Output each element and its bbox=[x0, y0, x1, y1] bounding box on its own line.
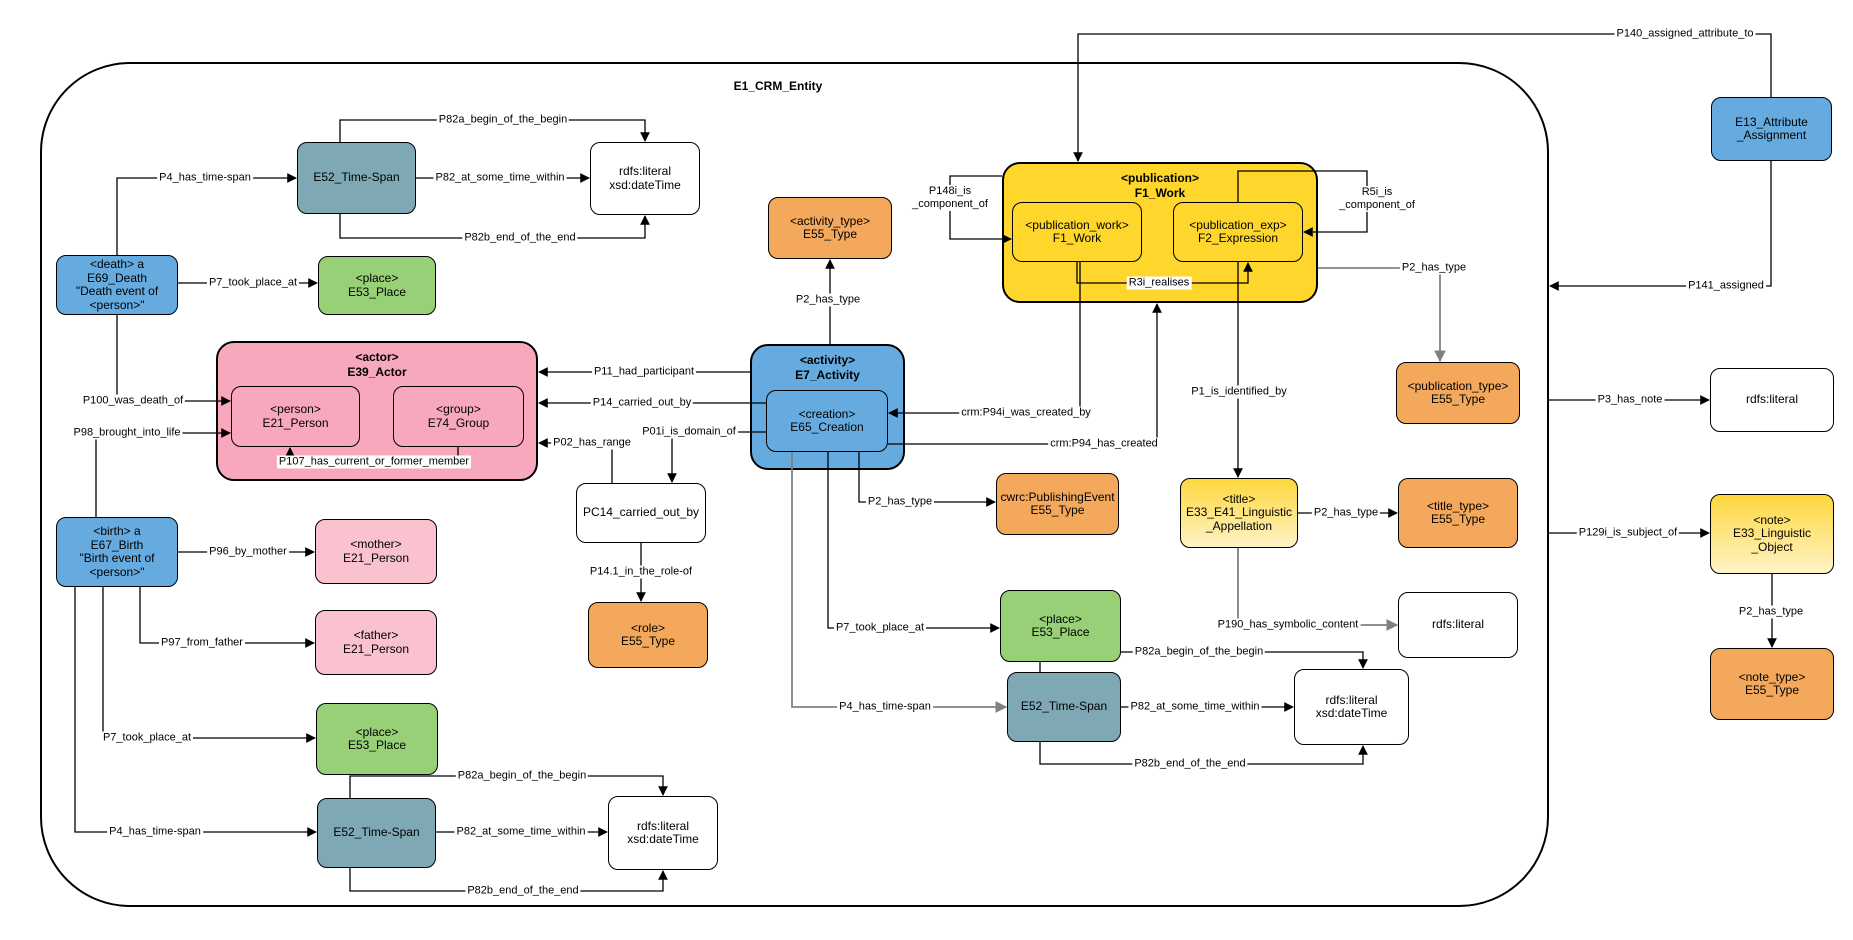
edge-p4-death bbox=[116, 173, 297, 255]
node-e33-e41-title[interactable]: <title>E33_E41_Linguistic_Appellation bbox=[1180, 478, 1298, 548]
edge-p141 bbox=[1549, 161, 1772, 291]
node-e52-time-span-birth[interactable]: E52_Time-Span bbox=[317, 798, 436, 868]
edge-label-p82-death: P82_at_some_time_within bbox=[433, 171, 567, 185]
edge-label-p11: P11_had_participant bbox=[591, 365, 697, 379]
e39-actor-label: <actor>E39_Actor bbox=[347, 350, 407, 379]
edge-label-p4-birth: P4_has_time-span bbox=[107, 825, 203, 839]
edge-label-p82a-creation: P82a_begin_of_the_begin bbox=[1132, 645, 1266, 659]
edge-p4-birth bbox=[74, 587, 317, 837]
node-e33-linguistic-object-note[interactable]: <note>E33_Linguistic_Object bbox=[1710, 494, 1834, 574]
node-f1-work-publication-work[interactable]: <publication_work>F1_Work bbox=[1012, 202, 1142, 262]
edge-label-p129i: P129i_is_subject_of bbox=[1576, 526, 1680, 540]
edge-p7-birth bbox=[102, 587, 316, 743]
edge-p2-cwrc bbox=[858, 452, 996, 507]
edge-label-p14: P14_carried_out_by bbox=[590, 396, 694, 410]
f1-work-publication-label: <publication>F1_Work bbox=[1120, 171, 1199, 200]
node-e52-time-span-death[interactable]: E52_Time-Span bbox=[297, 142, 416, 214]
edge-label-p4-creation: P4_has_time-span bbox=[837, 700, 933, 714]
node-literal-note[interactable]: rdfs:literal bbox=[1710, 368, 1834, 432]
node-e53-place-death[interactable]: <place>E53_Place bbox=[318, 256, 436, 315]
node-e65-creation[interactable]: <creation>E65_Creation bbox=[766, 390, 888, 452]
edge-label-p3: P3_has_note bbox=[1595, 393, 1665, 407]
edge-label-p82b-creation: P82b_end_of_the_end bbox=[1132, 757, 1248, 771]
node-e13-attribute-assignment[interactable]: E13_Attribute_Assignment bbox=[1711, 97, 1832, 161]
edge-p98 bbox=[95, 428, 231, 517]
node-e74-group[interactable]: <group>E74_Group bbox=[393, 386, 524, 447]
edge-label-p94: crm:P94_has_created bbox=[1048, 437, 1160, 451]
edge-p94 bbox=[888, 303, 1162, 445]
node-e55-note-type[interactable]: <note_type>E55_Type bbox=[1710, 648, 1834, 720]
edge-p7-creation bbox=[827, 452, 1000, 633]
edge-label-p2-note-type: P2_has_type bbox=[1736, 605, 1806, 619]
edge-label-p7-creation: P7_took_place_at bbox=[833, 621, 927, 635]
e1-crm-entity-label: E1_CRM_Entity bbox=[733, 79, 823, 93]
edge-label-p2-activity-type: P2_has_type bbox=[793, 293, 863, 307]
node-literal-title[interactable]: rdfs:literal bbox=[1398, 592, 1518, 658]
edge-label-p82b-birth: P82b_end_of_the_end bbox=[465, 884, 581, 898]
edge-p94i bbox=[888, 262, 1081, 418]
edge-label-p190: P190_has_symbolic_content bbox=[1215, 618, 1361, 632]
edge-label-r5i: R5i_is_component_of bbox=[1337, 186, 1417, 212]
node-e55-publication-type[interactable]: <publication_type>E55_Type bbox=[1396, 362, 1520, 424]
edge-r5i bbox=[1237, 170, 1368, 237]
node-e55-title-type[interactable]: <title_type>E55_Type bbox=[1398, 478, 1518, 548]
edge-p140 bbox=[1073, 33, 1772, 162]
node-e53-place-creation[interactable]: <place>E53_Place bbox=[1000, 590, 1121, 662]
node-e21-person-father[interactable]: <father>E21_Person bbox=[315, 610, 437, 675]
e7-activity-label: <activity>E7_Activity bbox=[795, 353, 860, 382]
edge-label-p7-death: P7_took_place_at bbox=[206, 276, 300, 290]
node-f2-expression-publication-exp[interactable]: <publication_exp>F2_Expression bbox=[1173, 202, 1303, 262]
edge-label-p82-birth: P82_at_some_time_within bbox=[454, 825, 588, 839]
edge-label-p2-publication-type: P2_has_type bbox=[1399, 261, 1469, 275]
edge-label-p02: P02_has_range bbox=[551, 436, 633, 450]
node-e53-place-birth[interactable]: <place>E53_Place bbox=[316, 703, 438, 775]
edge-p190 bbox=[1237, 548, 1399, 631]
edge-label-p100: P100_was_death_of bbox=[80, 394, 186, 408]
edge-label-p1: P1_is_identified_by bbox=[1189, 385, 1289, 399]
edge-label-p140: P140_assigned_attribute_to bbox=[1614, 27, 1756, 41]
edge-label-p82a-death: P82a_begin_of_the_begin bbox=[436, 113, 570, 127]
edge-p01i bbox=[667, 431, 766, 483]
edge-label-p2-cwrc: P2_has_type bbox=[865, 495, 935, 509]
node-e55-activity-type[interactable]: <activity_type>E55_Type bbox=[768, 197, 892, 259]
edge-label-p148i: P148i_is_component_of bbox=[910, 185, 990, 211]
edge-label-p107: P107_has_current_or_former_member bbox=[276, 455, 472, 469]
edge-label-p96: P96_by_mother bbox=[207, 545, 289, 559]
edge-label-p98: P98_brought_into_life bbox=[71, 426, 183, 440]
edge-label-p94i: crm:P94i_was_created_by bbox=[959, 406, 1093, 420]
edge-label-p7-birth: P7_took_place_at bbox=[100, 731, 194, 745]
node-e21-person[interactable]: <person>E21_Person bbox=[231, 386, 360, 447]
edge-label-p82-creation: P82_at_some_time_within bbox=[1128, 700, 1262, 714]
edge-label-p2-title-type: P2_has_type bbox=[1311, 506, 1381, 520]
edge-label-p82b-death: P82b_end_of_the_end bbox=[462, 231, 578, 245]
container-e1-crm-entity[interactable] bbox=[40, 62, 1549, 907]
edge-p4-creation bbox=[791, 452, 1008, 713]
node-pc14-carried-out-by[interactable]: PC14_carried_out_by bbox=[576, 483, 706, 543]
node-e21-person-mother[interactable]: <mother>E21_Person bbox=[315, 519, 437, 584]
node-e52-time-span-creation[interactable]: E52_Time-Span bbox=[1007, 672, 1121, 742]
edge-label-p4-death: P4_has_time-span bbox=[157, 171, 253, 185]
node-e55-role[interactable]: <role>E55_Type bbox=[588, 602, 708, 668]
edge-p100 bbox=[116, 315, 231, 406]
edge-label-r3i: R3i_realises bbox=[1126, 276, 1192, 290]
edge-label-p82a-birth: P82a_begin_of_the_begin bbox=[455, 769, 589, 783]
edge-label-p97: P97_from_father bbox=[159, 636, 245, 650]
edge-p97 bbox=[139, 587, 315, 648]
edge-label-p141: P141_assigned bbox=[1686, 279, 1766, 293]
edge-label-p14-1: P14.1_in_the_role-of bbox=[587, 565, 695, 579]
edge-label-p01i: P01i_is_domain_of bbox=[640, 425, 738, 439]
edge-p2-publication-type bbox=[1318, 267, 1446, 363]
